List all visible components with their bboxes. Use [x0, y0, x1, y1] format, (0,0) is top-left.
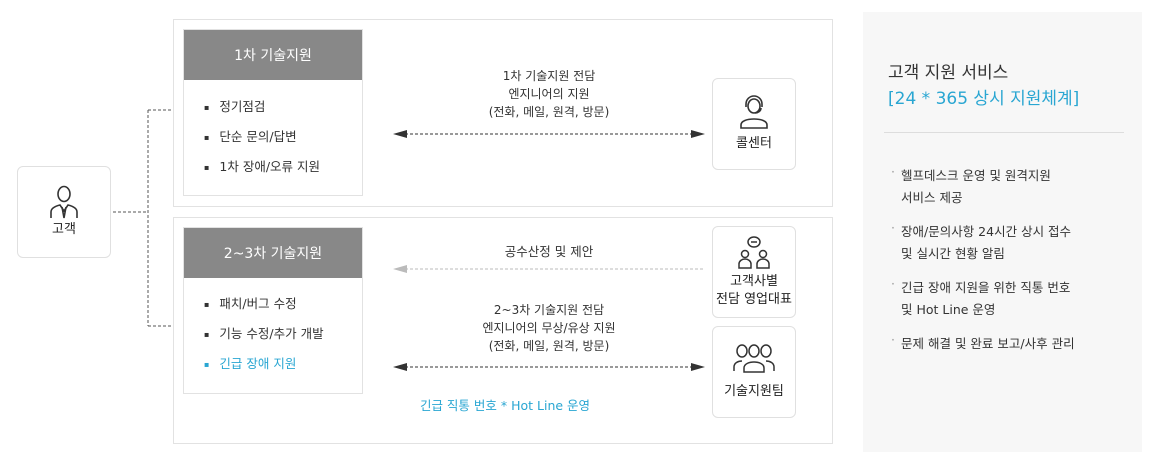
call-center-node: 콜센터: [712, 78, 796, 170]
tier1-item: 정기점검: [204, 92, 362, 122]
tech-team-label: 기술지원팀: [724, 384, 784, 399]
sales-rep-label: 전담 영업대표: [716, 292, 792, 307]
call-center-label: 콜센터: [736, 136, 772, 151]
tier1-item: 단순 문의/답변: [204, 122, 362, 152]
tier23-box: 2~3차 기술지원 패치/버그 수정 기능 수정/추가 개발 긴급 장애 지원: [183, 227, 363, 394]
tier23-item: 기능 수정/추가 개발: [204, 319, 362, 349]
person-icon: [50, 185, 78, 219]
sales-rep-node: 고객사별 전담 영업대표: [712, 226, 796, 318]
flow-line: (전화, 메일, 원격, 방문): [488, 105, 610, 119]
tier23-item: 패치/버그 수정: [204, 289, 362, 319]
sidebar-subtitle: [24 * 365 상시 지원체계]: [888, 89, 1080, 109]
flow-line: 2~3차 기술지원 전담: [493, 303, 605, 317]
estimate-label: 공수산정 및 제안: [504, 244, 594, 259]
tier23-item-emergency: 긴급 장애 지원: [204, 349, 362, 379]
bidirectional-arrow: [393, 363, 705, 371]
consultation-icon: [738, 236, 770, 269]
tier1-item: 1차 장애/오류 지원: [204, 152, 362, 182]
hotline-label: 긴급 직통 번호 * Hot Line 운영: [419, 398, 591, 413]
tech-team-node: 기술지원팀: [712, 326, 796, 418]
flow-line: 엔지니어의 무상/유상 지원: [482, 321, 616, 335]
tier1-box: 1차 기술지원 정기점검 단순 문의/답변 1차 장애/오류 지원: [183, 29, 363, 196]
sales-rep-label: 고객사별: [730, 274, 778, 289]
sidebar-title: 고객 지원 서비스: [888, 63, 1009, 83]
service-sidebar: 고객 지원 서비스 [24 * 365 상시 지원체계] 헬프데스크 운영 및 …: [863, 12, 1142, 452]
customer-node: 고객: [17, 166, 111, 258]
tier23-flow-text: 2~3차 기술지원 전담 엔지니어의 무상/유상 지원 (전화, 메일, 원격,…: [393, 301, 705, 355]
headset-agent-icon: [740, 95, 768, 129]
customer-label: 고객: [52, 222, 76, 237]
service-item: 긴급 장애 지원을 위한 직통 번호및 Hot Line 운영: [891, 273, 1131, 321]
estimate-arrow: [393, 265, 705, 273]
tier1-flow-text: 1차 기술지원 전담 엔지니어의 지원 (전화, 메일, 원격, 방문): [393, 67, 705, 121]
tier23-title: 2~3차 기술지원: [184, 228, 362, 278]
service-item: 문제 해결 및 완료 보고/사후 관리: [891, 329, 1131, 355]
bidirectional-arrow: [393, 130, 705, 138]
divider: [884, 132, 1124, 133]
flow-line: 엔지니어의 지원: [508, 87, 590, 101]
service-item: 장애/문의사항 24시간 상시 접수및 실시간 현황 알림: [891, 217, 1131, 265]
team-icon: [733, 344, 775, 373]
flow-line: 1차 기술지원 전담: [502, 69, 596, 83]
flow-line: (전화, 메일, 원격, 방문): [488, 339, 610, 353]
tier1-title: 1차 기술지원: [184, 30, 362, 80]
